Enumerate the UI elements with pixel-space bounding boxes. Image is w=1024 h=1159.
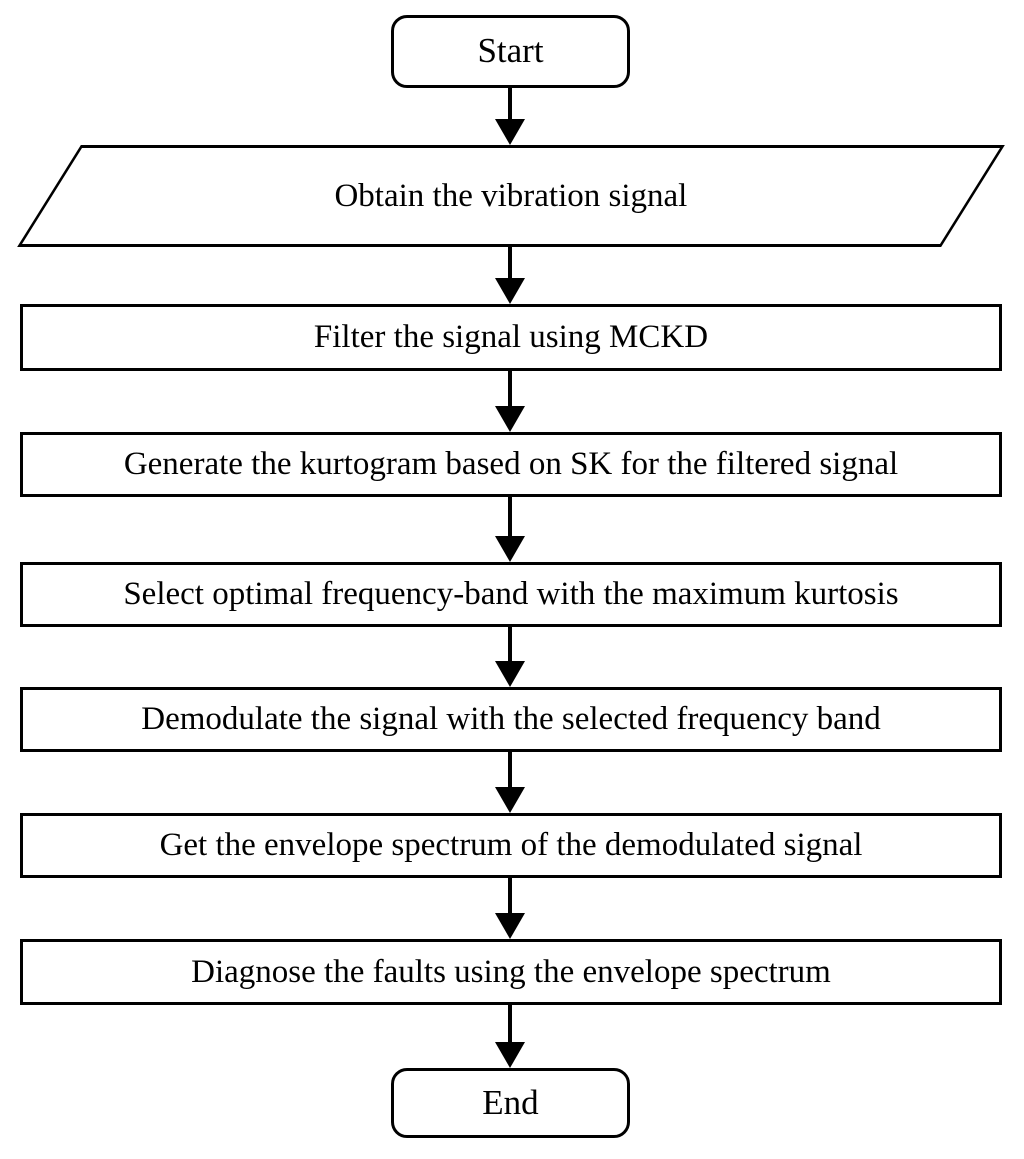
process-node-label: Select optimal frequency-band with the m… bbox=[123, 576, 899, 613]
io-node-label: Obtain the vibration signal bbox=[334, 177, 688, 214]
arrowhead-down-icon bbox=[495, 787, 525, 813]
process-node-select-frequency-band: Select optimal frequency-band with the m… bbox=[20, 562, 1002, 627]
arrow-select-to-demodulate bbox=[495, 627, 525, 687]
process-node-demodulate-signal: Demodulate the signal with the selected … bbox=[20, 687, 1002, 752]
process-node-label: Filter the signal using MCKD bbox=[313, 319, 709, 356]
process-node-label: Get the envelope spectrum of the demodul… bbox=[159, 827, 863, 864]
start-node-label: Start bbox=[477, 31, 544, 71]
arrowhead-down-icon bbox=[495, 913, 525, 939]
arrow-shaft bbox=[508, 247, 512, 288]
arrow-shaft bbox=[508, 497, 512, 546]
arrow-filter-to-kurtogram bbox=[495, 371, 525, 432]
arrowhead-down-icon bbox=[495, 1042, 525, 1068]
arrow-kurtogram-to-select bbox=[495, 497, 525, 562]
arrow-shaft bbox=[508, 752, 512, 797]
end-node: End bbox=[391, 1068, 630, 1138]
process-node-envelope-spectrum: Get the envelope spectrum of the demodul… bbox=[20, 813, 1002, 878]
arrow-obtain-to-filter bbox=[495, 247, 525, 304]
arrowhead-down-icon bbox=[495, 406, 525, 432]
arrow-start-to-obtain bbox=[495, 88, 525, 145]
arrow-shaft bbox=[508, 88, 512, 129]
arrowhead-down-icon bbox=[495, 278, 525, 304]
arrow-shaft bbox=[508, 371, 512, 416]
arrow-shaft bbox=[508, 878, 512, 923]
end-node-label: End bbox=[482, 1082, 539, 1122]
process-node-label: Diagnose the faults using the envelope s… bbox=[191, 953, 831, 990]
io-node-obtain-vibration-signal: Obtain the vibration signal bbox=[17, 145, 1005, 247]
arrow-shaft bbox=[508, 627, 512, 671]
process-node-label: Demodulate the signal with the selected … bbox=[141, 701, 881, 738]
start-node: Start bbox=[391, 15, 630, 88]
process-node-label: Generate the kurtogram based on SK for t… bbox=[123, 446, 899, 483]
arrowhead-down-icon bbox=[495, 536, 525, 562]
process-node-generate-kurtogram: Generate the kurtogram based on SK for t… bbox=[20, 432, 1002, 497]
process-node-filter-mckd: Filter the signal using MCKD bbox=[20, 304, 1002, 371]
arrow-diagnose-to-end bbox=[495, 1005, 525, 1068]
arrowhead-down-icon bbox=[495, 119, 525, 145]
arrow-envelope-to-diagnose bbox=[495, 878, 525, 939]
arrowhead-down-icon bbox=[495, 661, 525, 687]
process-node-diagnose-faults: Diagnose the faults using the envelope s… bbox=[20, 939, 1002, 1005]
arrow-demodulate-to-envelope bbox=[495, 752, 525, 813]
arrow-shaft bbox=[508, 1005, 512, 1052]
